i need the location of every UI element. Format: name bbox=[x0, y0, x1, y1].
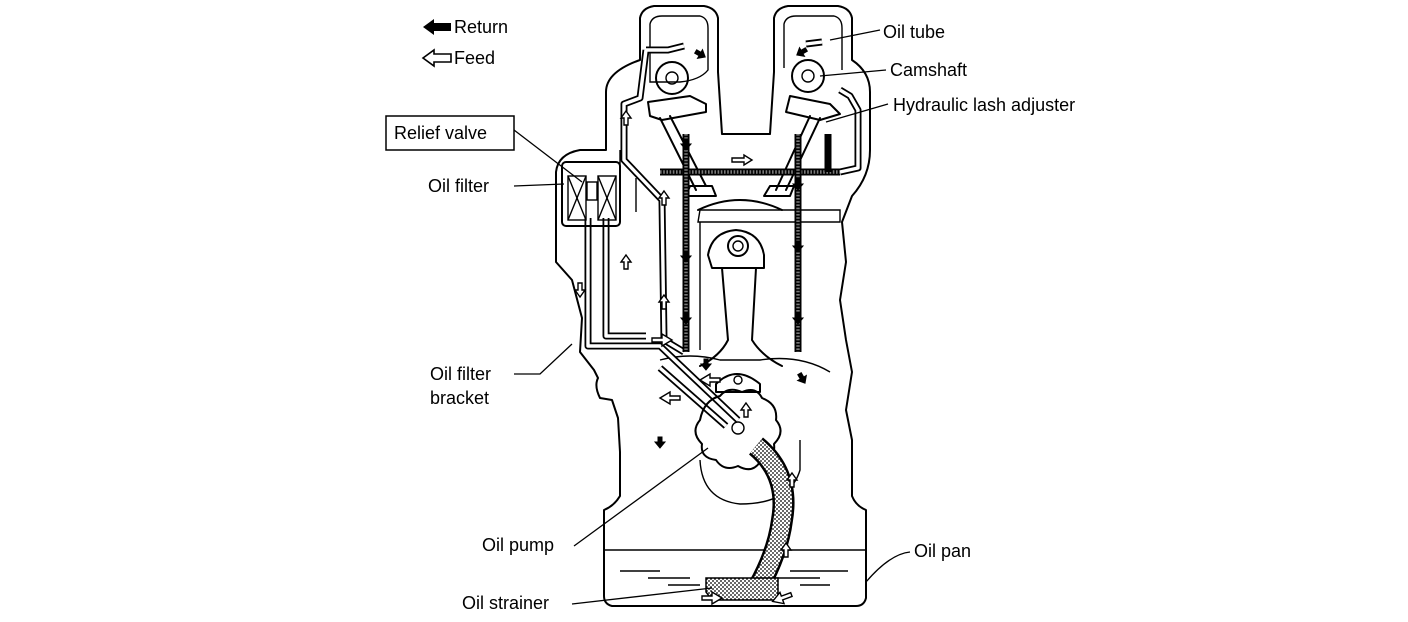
oil-filter bbox=[561, 161, 621, 227]
oil-strainer bbox=[705, 437, 795, 601]
label-oil-filter: Oil filter bbox=[428, 176, 565, 196]
hydraulic-lash-adjuster-label: Hydraulic lash adjuster bbox=[893, 95, 1075, 115]
label-oil-filter-bracket: Oil filter bracket bbox=[430, 343, 573, 408]
label-relief-valve: Relief valve bbox=[385, 115, 583, 183]
label-oil-pan: Oil pan bbox=[865, 541, 971, 583]
oil-pan-label: Oil pan bbox=[914, 541, 971, 561]
return-arrow-icon bbox=[423, 19, 451, 35]
label-oil-pump: Oil pump bbox=[482, 447, 709, 555]
label-camshaft: Camshaft bbox=[819, 60, 967, 80]
label-hydraulic-lash-adjuster: Hydraulic lash adjuster bbox=[825, 95, 1075, 123]
oil-filter-bracket-label-line2: bracket bbox=[430, 388, 489, 408]
oil-pump-label: Oil pump bbox=[482, 535, 554, 555]
legend: Return Feed bbox=[421, 17, 508, 68]
legend-feed-label: Feed bbox=[454, 48, 495, 68]
feed-arrow-icon bbox=[421, 48, 452, 68]
oil-filter-label: Oil filter bbox=[428, 176, 489, 196]
label-oil-tube: Oil tube bbox=[829, 22, 945, 42]
camshaft-label: Camshaft bbox=[890, 60, 967, 80]
cylinder-head-right bbox=[763, 59, 841, 197]
flow-arrows bbox=[574, 44, 810, 606]
oil-pump bbox=[694, 388, 782, 471]
label-oil-strainer: Oil strainer bbox=[462, 587, 713, 613]
relief-valve-label: Relief valve bbox=[394, 123, 487, 143]
oil-filter-bracket-label-line1: Oil filter bbox=[430, 364, 491, 384]
legend-return-label: Return bbox=[454, 17, 508, 37]
oil-strainer-label: Oil strainer bbox=[462, 593, 549, 613]
oil-level-lines bbox=[620, 570, 848, 586]
oil-tube-label: Oil tube bbox=[883, 22, 945, 42]
